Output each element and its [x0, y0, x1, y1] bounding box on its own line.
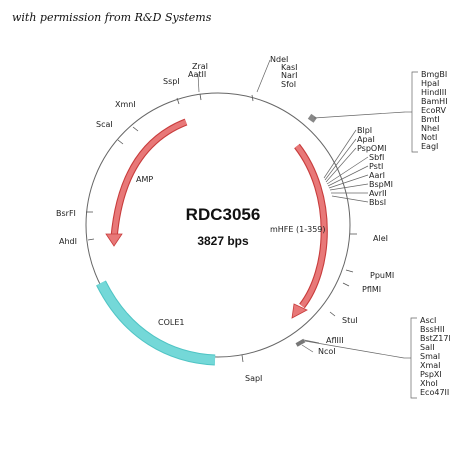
site-label-ppumi: PpuMI	[370, 271, 394, 280]
mcs-bottom-bracket	[410, 317, 417, 399]
leader-blpi	[323, 129, 357, 179]
tick-ppumi	[345, 269, 354, 273]
tick-sspi	[176, 97, 180, 105]
site-label-stui: StuI	[342, 316, 358, 325]
mcs-top-item-5: BmtI	[421, 115, 440, 124]
amp-arrow	[111, 119, 187, 239]
tick-scai	[117, 139, 124, 145]
leader-apai	[324, 138, 357, 181]
site-label-xmni: XmnI	[115, 100, 136, 109]
tick-pflmi	[342, 282, 350, 287]
tick-ndei	[251, 94, 254, 102]
plasmid-backbone	[85, 92, 351, 358]
site-label-scai: ScaI	[96, 120, 113, 129]
mcs-top-item-1: HpaI	[421, 79, 439, 88]
site-label-pflmi: PflMI	[362, 285, 381, 294]
site-label-apai: ApaI	[357, 135, 375, 144]
site-label-ndei: NdeI	[270, 55, 288, 64]
mcs-bottom-marker	[295, 338, 306, 347]
leader-bspmi	[329, 183, 369, 191]
site-label-sbfi: SbfI	[369, 153, 384, 162]
mcs-bottom-item-0: AscI	[420, 316, 436, 325]
leader-sbfi	[326, 156, 369, 185]
leader-ndei	[256, 59, 271, 93]
site-label-blpi: BlpI	[357, 126, 372, 135]
cole1-bar	[96, 280, 216, 365]
tick-zrai	[199, 93, 202, 101]
leader-zrai	[197, 73, 200, 93]
mcs-top-item-2: HindIII	[421, 88, 446, 97]
mcs-top-bracket	[411, 71, 418, 153]
site-label-nari: NarI	[281, 71, 298, 80]
mcs-bottom-group: AscI BssHII BstZ17I SalI SmaI XmaI PspXI…	[304, 316, 450, 399]
leader-psti	[327, 165, 369, 187]
permission-text: with permission from R&D Systems	[12, 11, 212, 24]
mcs-bottom-item-4: SmaI	[420, 352, 440, 361]
mhfe-arrowhead	[291, 303, 308, 319]
site-label-sapi: SapI	[245, 374, 262, 383]
mcs-top-leader	[313, 111, 406, 119]
mcs-bottom-item-2: BstZ17I	[420, 334, 450, 343]
site-label-psti: PstI	[369, 162, 383, 171]
site-label-bbsi: BbsI	[369, 198, 386, 207]
mcs-top-item-3: BamHI	[421, 97, 448, 106]
site-label-kasi: KasI	[281, 63, 298, 72]
tick-sapi	[241, 354, 244, 363]
mcs-top-marker	[307, 113, 317, 123]
site-label-avrii: AvrII	[369, 189, 387, 198]
mcs-top-item-8: EagI	[421, 142, 438, 151]
leader-afliii	[303, 339, 320, 344]
tick-ahdi	[87, 238, 95, 241]
mcs-bottom-leader	[304, 340, 405, 359]
plasmid-name: RDC3056	[186, 205, 261, 224]
site-label-zrai: ZraI	[192, 62, 208, 71]
mhfe-label: mHFE (1-359)	[270, 225, 326, 234]
leader-ncoi	[301, 344, 314, 353]
mcs-top-item-4: EcoRV	[421, 106, 446, 115]
leader-pspomi	[325, 147, 357, 183]
mcs-top-item-6: NheI	[421, 124, 439, 133]
tick-xmni	[132, 126, 139, 132]
site-label-alei: AleI	[373, 234, 388, 243]
leader-bbsi	[331, 195, 369, 203]
amp-label: AMP	[136, 175, 153, 184]
site-label-sfoi: SfoI	[281, 80, 296, 89]
mhfe-arrow	[295, 144, 327, 308]
site-label-bspmi: BspMI	[369, 180, 393, 189]
site-label-aari: AarI	[369, 171, 385, 180]
mcs-bottom-item-7: XhoI	[420, 379, 438, 388]
right-site-cluster: BlpI ApaI PspOMI SbfI PstI AarI BspMI Av…	[323, 126, 393, 207]
mcs-top-group: BmgBI HpaI HindIII BamHI EcoRV BmtI NheI…	[313, 70, 448, 153]
site-label-bsrfi: BsrFI	[56, 209, 76, 218]
site-label-ahdi: AhdI	[59, 237, 77, 246]
site-label-ncoi: NcoI	[318, 347, 336, 356]
site-label-pspomi: PspOMI	[357, 144, 387, 153]
mcs-bottom-item-8: Eco47III	[420, 388, 450, 397]
mcs-bottom-item-5: XmaI	[420, 361, 441, 370]
amp-arrowhead	[105, 233, 123, 247]
mcs-top-item-7: NotI	[421, 133, 437, 142]
site-label-sspi: SspI	[163, 77, 180, 86]
mcs-top-item-0: BmgBI	[421, 70, 447, 79]
site-label-aatii: AatII	[188, 70, 206, 79]
site-label-afliii: AflIII	[326, 336, 344, 345]
mcs-bottom-item-1: BssHII	[420, 325, 445, 334]
tick-stui	[329, 311, 336, 317]
mcs-bottom-item-6: PspXI	[420, 370, 442, 379]
leader-aari	[328, 174, 369, 189]
mcs-bottom-item-3: SalI	[420, 343, 435, 352]
cole1-label: COLE1	[158, 318, 184, 327]
plasmid-size: 3827 bps	[197, 234, 249, 248]
